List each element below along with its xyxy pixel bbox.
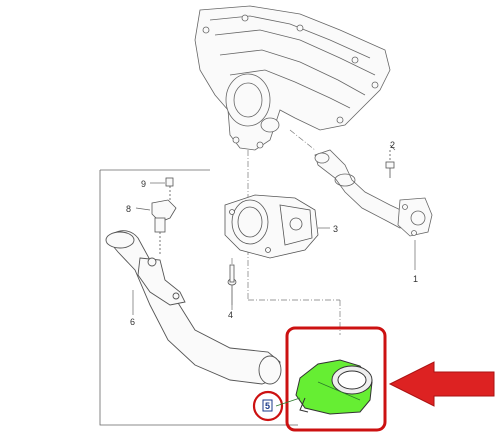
callout-leaders xyxy=(132,144,416,407)
sensor-8 xyxy=(151,199,177,255)
highlighted-part-5 xyxy=(295,359,373,415)
callout-2: 2 xyxy=(390,140,395,150)
label-5: 5 xyxy=(265,401,270,411)
egr-pipe xyxy=(314,149,433,237)
intake-hose-6 xyxy=(105,230,282,385)
highlight-box xyxy=(285,326,387,432)
callout-4: 4 xyxy=(228,310,233,320)
throttle-body xyxy=(224,194,319,259)
bolt-4 xyxy=(227,264,237,305)
callout-6: 6 xyxy=(130,317,135,327)
callout-9: 9 xyxy=(141,179,146,189)
highlight-circle xyxy=(252,390,284,422)
callout-1: 1 xyxy=(413,274,418,284)
intake-manifold xyxy=(194,5,391,151)
callout-8: 8 xyxy=(126,204,131,214)
label-5-box xyxy=(262,399,273,412)
detail-box xyxy=(99,169,298,426)
callout-3: 3 xyxy=(333,224,338,234)
bolt-9 xyxy=(165,177,174,200)
pointer-arrow-icon xyxy=(388,361,495,407)
bolt-2 xyxy=(385,150,395,178)
